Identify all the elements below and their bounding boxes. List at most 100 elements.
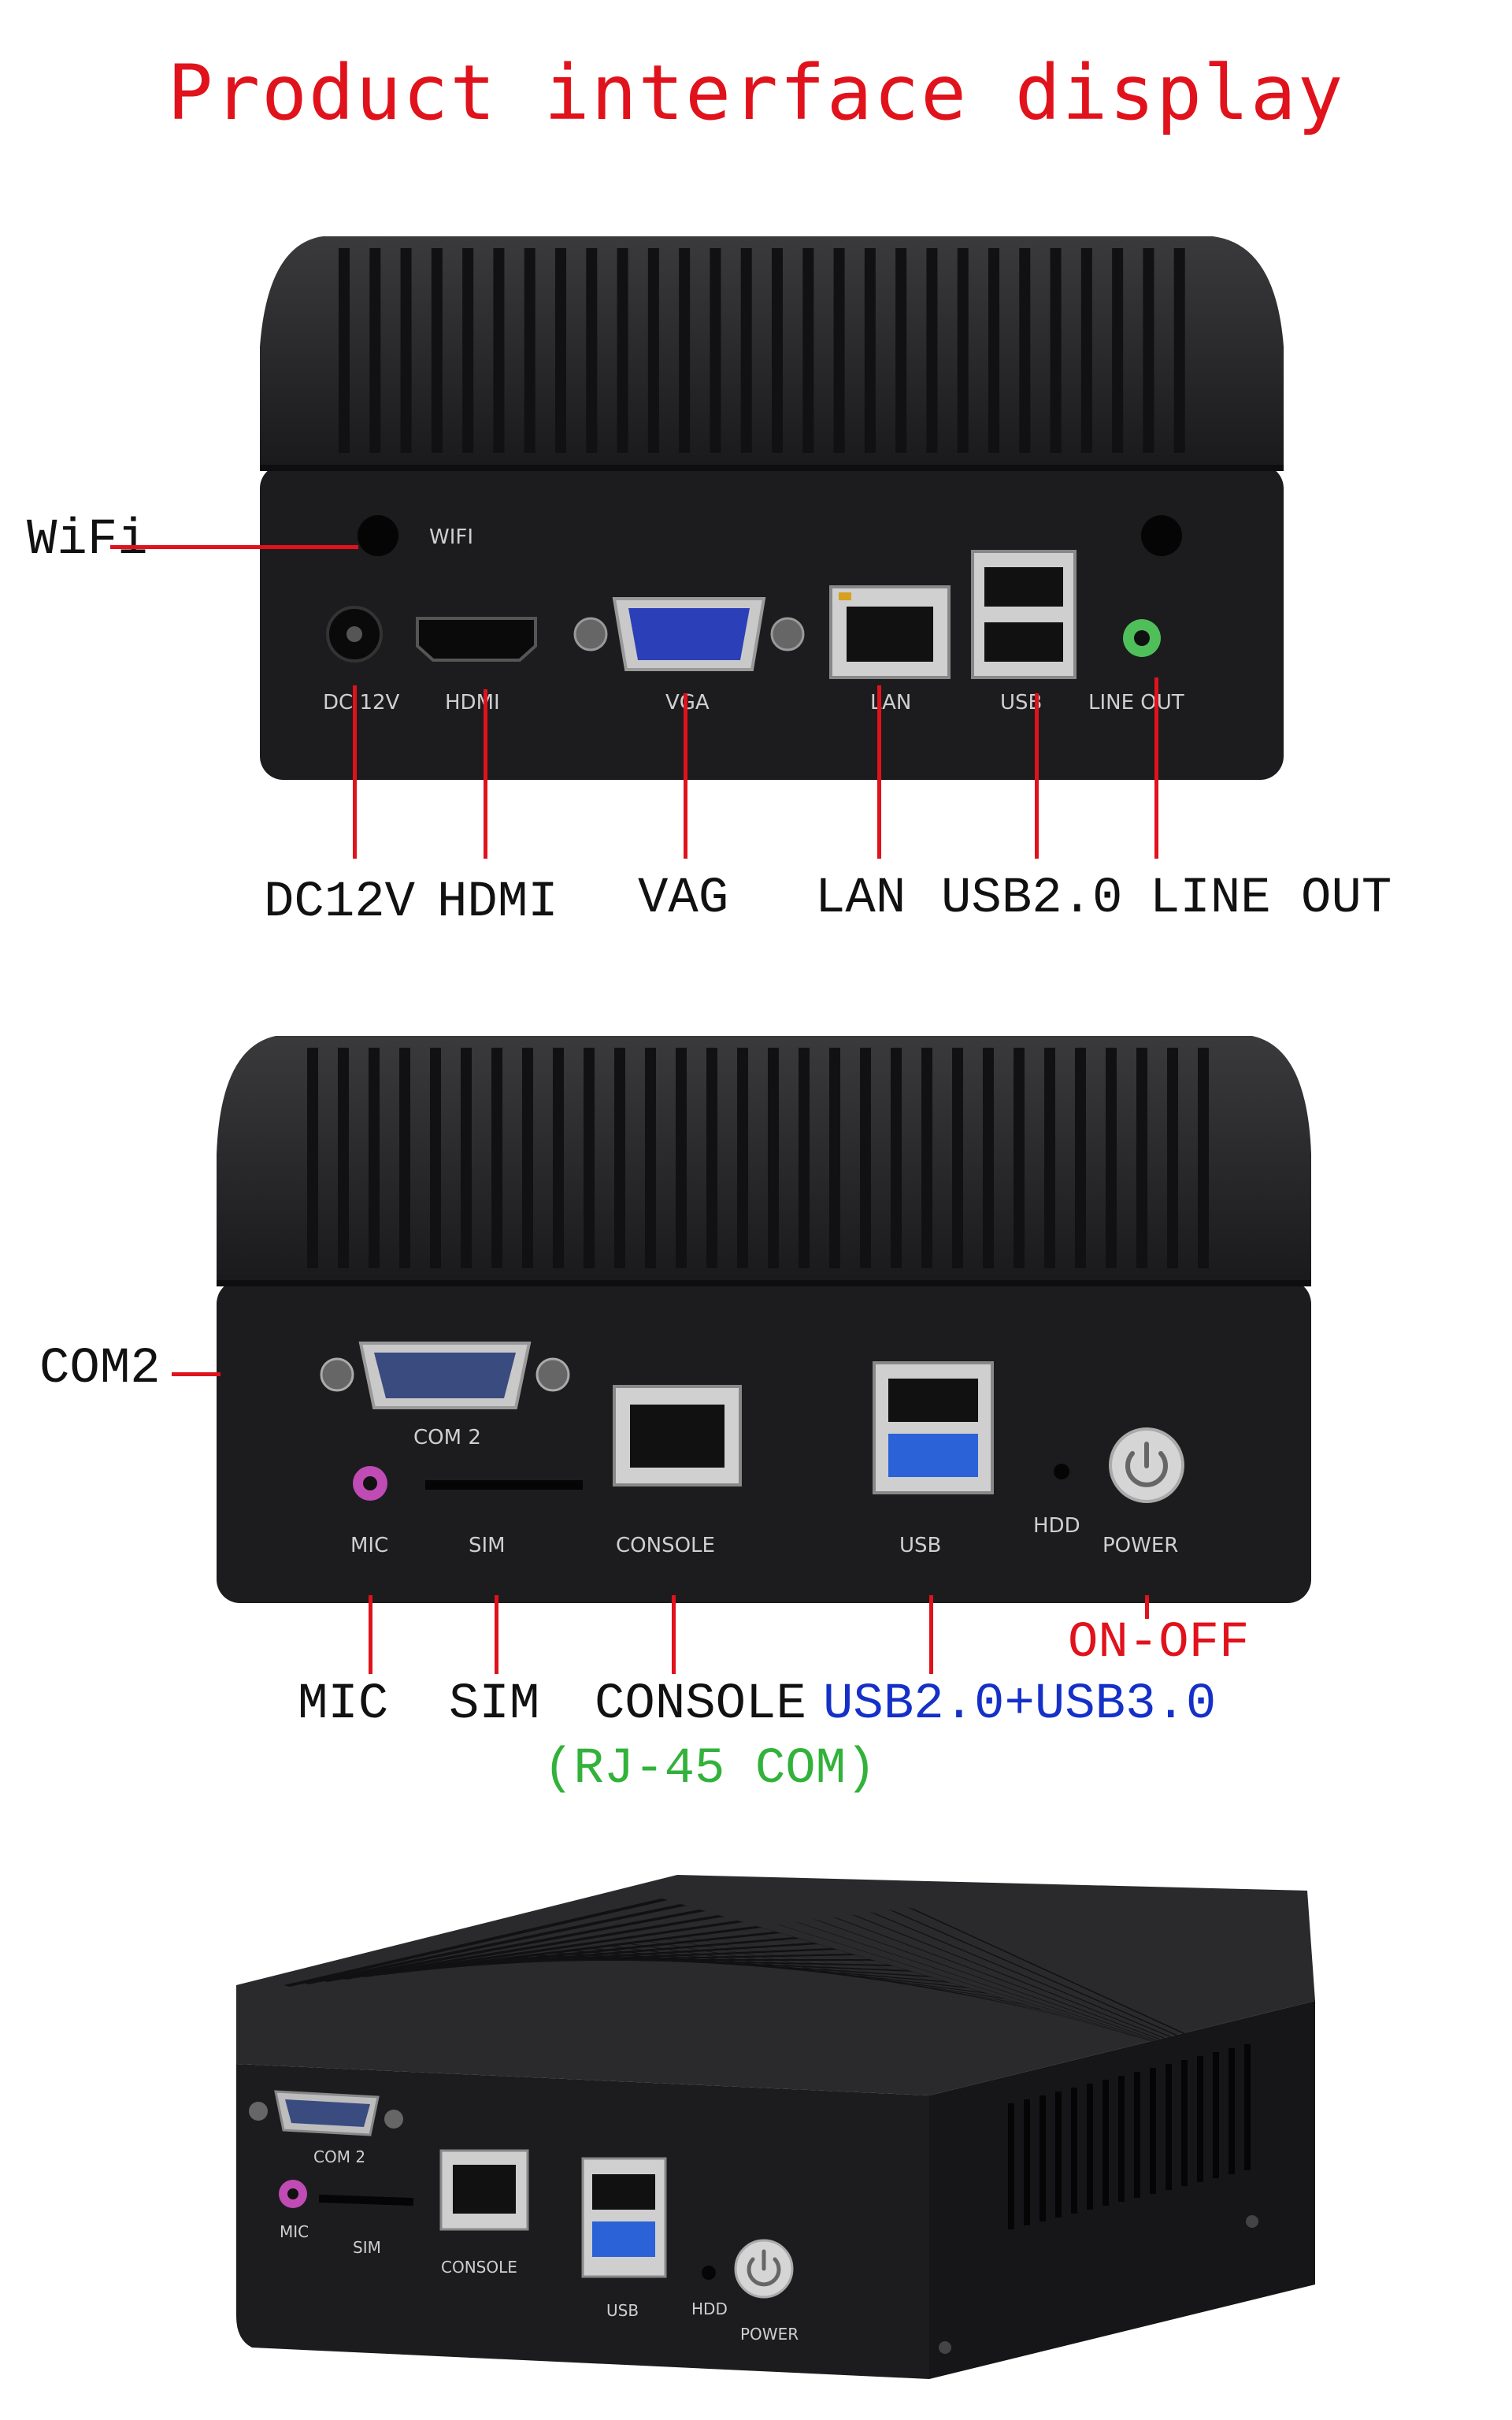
heatsink-fin-groove — [921, 1048, 932, 1268]
heatsink-fin-groove — [522, 1048, 533, 1268]
heatsink-fin-groove — [1075, 1048, 1086, 1268]
heatsink-fin-groove — [1112, 248, 1124, 453]
heatsink-fin-groove — [462, 248, 474, 453]
heatsink-fin-groove — [400, 248, 412, 453]
heatsink-fin-groove — [524, 248, 536, 453]
side-vent-slot — [1197, 2056, 1203, 2182]
callout-usb: USB2.0 — [941, 870, 1123, 927]
sim-panel-label-2: SIM — [353, 2238, 381, 2257]
heatsink-fins — [339, 248, 1185, 453]
heatsink-fin-groove — [983, 1048, 994, 1268]
callout-mic: MIC — [298, 1676, 389, 1733]
heatsink-fin-groove — [813, 1919, 1197, 2054]
heatsink-fin-groove — [338, 1048, 349, 1268]
heatsink-fin-groove — [431, 248, 443, 453]
heatsink-fin-groove — [706, 1048, 717, 1268]
usb-panel-label-2: USB — [899, 1534, 941, 1557]
callout-sim: SIM — [449, 1676, 540, 1733]
heatsink-fin-groove — [676, 1048, 687, 1268]
side-vent-slot — [1118, 2076, 1125, 2202]
com2-panel-label: COM 2 — [413, 1426, 481, 1449]
lan-panel-label: LAN — [870, 691, 911, 714]
side-vent-slot — [1102, 2080, 1109, 2206]
heatsink-fin-groove — [768, 1048, 779, 1268]
sim-slot — [425, 1480, 583, 1490]
side-vent-slot — [1087, 2084, 1093, 2210]
heatsink-fin-groove — [832, 1917, 1216, 2060]
hdd-led — [1054, 1464, 1069, 1479]
console-panel-label: CONSOLE — [616, 1534, 715, 1557]
callout-lan: LAN — [815, 870, 906, 927]
heatsink-fin-groove — [737, 1048, 748, 1268]
side-vent-slot — [1166, 2064, 1172, 2190]
heatsink-fin-groove — [555, 248, 566, 453]
heatsink-fin-groove — [302, 1904, 687, 1984]
heatsink-fin-groove — [369, 248, 381, 453]
side-vent-slot — [1040, 2095, 1046, 2221]
leader-sim — [495, 1595, 498, 1674]
sim-panel-label: SIM — [469, 1534, 506, 1557]
line-out-panel-label: LINE OUT — [1088, 691, 1184, 714]
callout-usb-combo: USB2.0+USB3.0 — [823, 1676, 1217, 1733]
wifi-panel-label: WIFI — [429, 525, 473, 549]
heatsink-fin-groove — [869, 1912, 1254, 2071]
heatsink-fin-groove — [461, 1048, 472, 1268]
heatsink-fin-groove — [493, 248, 505, 453]
heatsink-fin-groove — [399, 1048, 410, 1268]
heatsink-fin-groove — [850, 1914, 1235, 2066]
usb-panel-label-3: USB — [606, 2301, 639, 2320]
heatsink-fin-groove — [1044, 1048, 1055, 1268]
leader-com2 — [172, 1372, 220, 1376]
power-panel-label-2: POWER — [740, 2325, 799, 2344]
heatsink-fin-groove — [1080, 248, 1092, 453]
heatsink-fin-groove — [895, 248, 907, 453]
heatsink-fin-groove — [864, 248, 876, 453]
heatsink-fin-groove — [1136, 1048, 1147, 1268]
callout-vga: VAG — [638, 870, 729, 927]
callout-com2: COM2 — [39, 1341, 161, 1397]
heatsink-fin-groove — [1167, 1048, 1178, 1268]
callout-rj45-com: (RJ-45 COM) — [543, 1741, 876, 1798]
heatsink-fin-groove — [339, 248, 350, 453]
heatsink-fin-groove — [1143, 248, 1154, 453]
heatsink-fin-groove — [1198, 1048, 1209, 1268]
heatsink-fin-groove — [369, 1048, 380, 1268]
hdd-led-angled — [702, 2266, 716, 2280]
heatsink-fin-groove — [284, 1899, 668, 1987]
heatsink-fin-groove — [740, 248, 752, 453]
side-vent-slot — [1134, 2072, 1140, 2198]
heatsink-fin-groove — [553, 1048, 564, 1268]
heatsink-fin-groove — [802, 248, 814, 453]
heatsink-fin-groove — [1050, 248, 1062, 453]
dc12v-panel-label: DC 12V — [323, 691, 400, 714]
side-vent-slot — [1181, 2060, 1188, 2186]
heatsink-fin-groove — [1173, 248, 1185, 453]
callout-line-out: LINE OUT — [1150, 870, 1392, 927]
heatsink-fin-groove — [710, 248, 721, 453]
heatsink-fin-groove — [491, 1048, 502, 1268]
heatsink-fin-groove — [737, 1928, 1121, 2032]
side-vent-slot — [1244, 2044, 1251, 2170]
heatsink-fin-groove — [888, 1910, 1273, 2077]
heatsink-fin-groove — [647, 248, 659, 453]
heatsink-fin-groove — [586, 248, 598, 453]
leader-usb-2 — [929, 1595, 933, 1674]
leader-power — [1145, 1595, 1149, 1619]
side-vent-slot — [1213, 2052, 1219, 2178]
heatsink-fin-groove — [699, 1933, 1084, 2021]
heatsink-fin-groove — [891, 1048, 902, 1268]
heatsink-fin-groove — [340, 1915, 724, 1980]
heatsink-fin-groove — [584, 1048, 595, 1268]
heatsink-fin-groove — [860, 1048, 871, 1268]
callout-wifi: WiFi — [27, 512, 148, 569]
callout-hdmi: HDMI — [437, 874, 558, 931]
leader-hdmi — [484, 689, 487, 859]
leader-lan — [877, 685, 881, 859]
heatsink-fin-groove — [359, 1921, 743, 1977]
heatsink-fin-groove — [679, 248, 691, 453]
leader-wifi — [110, 545, 358, 549]
heatsink-fin-groove — [794, 1921, 1178, 2049]
heatsink-fin-groove — [617, 248, 628, 453]
side-vent-slot — [1008, 2103, 1014, 2229]
heatsink-fin-groove — [645, 1048, 656, 1268]
